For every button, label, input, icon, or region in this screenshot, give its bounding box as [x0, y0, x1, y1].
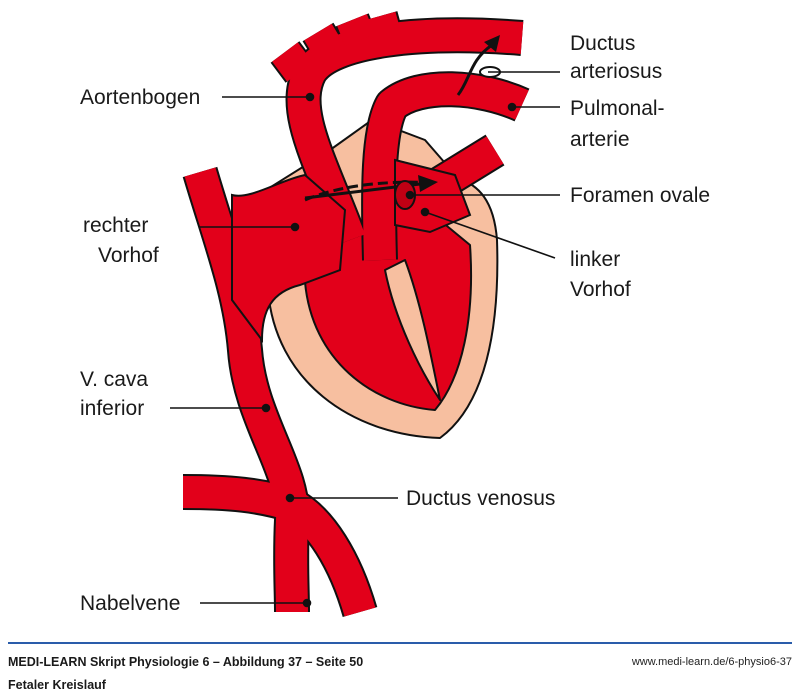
label-v-cava-1: V. cava: [80, 368, 149, 391]
label-foramen-ovale: Foramen ovale: [570, 184, 711, 207]
label-rechter-vorhof-1: rechter: [83, 214, 149, 237]
label-rechter-vorhof-2: Vorhof: [98, 244, 159, 267]
aortic-arch: [287, 19, 524, 246]
footer-divider: [8, 642, 792, 644]
ductus-venosus-vessel: [182, 476, 376, 617]
label-ductus-arteriosus-1: Ductus: [570, 32, 636, 55]
septum: [384, 259, 441, 401]
left-atrium: [394, 158, 472, 234]
label-pulmonalarterie-1: Pulmonal-: [570, 97, 665, 120]
label-nabelvene: Nabelvene: [80, 592, 181, 615]
pulmonary-artery: [363, 73, 529, 261]
fetal-circulation-diagram: [170, 11, 560, 618]
ductus-flow-arrow: [456, 43, 493, 96]
label-ductus-arteriosus-2: arteriosus: [570, 60, 663, 83]
label-aortenbogen: Aortenbogen: [80, 86, 201, 109]
label-ductus-venosus: Ductus venosus: [406, 487, 556, 510]
footer-source: MEDI-LEARN Skript Physiologie 6 – Abbild…: [8, 655, 364, 669]
vena-cava: [184, 167, 309, 613]
footer-title: Fetaler Kreislauf: [8, 678, 106, 692]
arrowhead-icon: [484, 35, 500, 52]
footer-url: www.medi-learn.de/6-physio6-37: [631, 656, 792, 668]
label-pulmonalarterie-2: arterie: [570, 128, 630, 151]
aortic-branches: [272, 11, 401, 82]
arrowhead-icon: [418, 175, 438, 192]
foramen-flow-path: [304, 180, 436, 202]
right-atrium: [231, 173, 347, 343]
label-linker-vorhof-1: linker: [570, 248, 621, 271]
leader-lines: [170, 71, 560, 608]
label-v-cava-2: inferior: [80, 397, 145, 420]
label-linker-vorhof-2: Vorhof: [570, 278, 631, 301]
